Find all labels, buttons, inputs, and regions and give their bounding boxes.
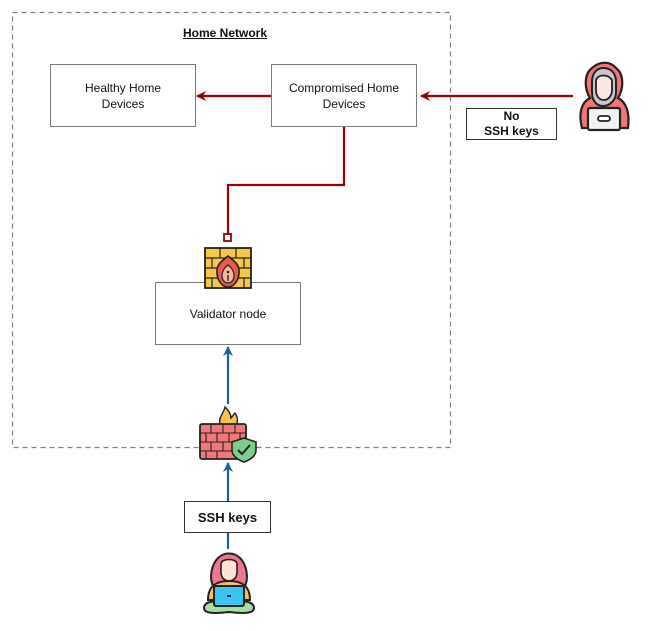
blocked-endpoint-marker [223,233,232,242]
healthy-devices-node[interactable]: Healthy Home Devices [50,64,196,127]
firewall-shield-icon [199,405,257,463]
edge-compromised-to-validator [226,127,346,234]
hacker-icon [579,61,630,132]
compromised-devices-node[interactable]: Compromised Home Devices [271,64,417,127]
healthy-label-line1: Healthy Home [84,80,162,95]
validator-label: Validator node [189,306,267,321]
no-ssh-keys-line2: SSH keys [484,124,539,138]
no-ssh-keys-line1: No [503,109,520,123]
home-network-title: Home Network [183,26,268,40]
ssh-keys-label: SSH keys [184,501,271,533]
compromised-label-line1: Compromised Home [288,80,400,95]
healthy-label-line2: Devices [101,96,145,111]
user-laptop-icon [202,552,256,614]
no-ssh-keys-label: No SSH keys [466,108,557,140]
firewall-blocked-icon [204,247,252,289]
compromised-label-line2: Devices [322,96,366,111]
validator-node[interactable]: Validator node [155,282,301,345]
